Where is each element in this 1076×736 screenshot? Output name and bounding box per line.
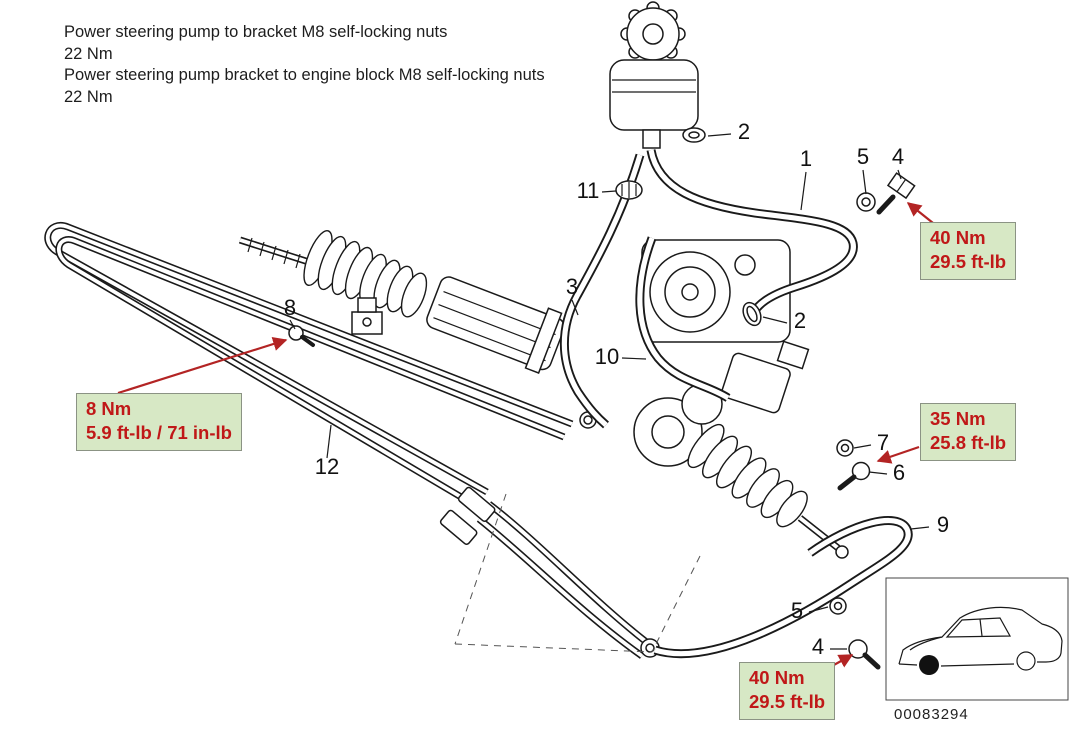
bracket-bolt [288,325,315,347]
car-inset: 00083294 [885,577,1069,723]
callout-10: 10 [595,344,619,369]
callout-2-top: 2 [738,119,750,144]
projection-lines [454,493,701,653]
arrow-to-bracket-bolt [117,337,288,395]
car-outline-icon [898,606,1063,675]
torque-nm: 35 Nm [930,408,986,429]
bolt-bottom [848,639,881,670]
callout-9: 9 [937,512,949,537]
fluid-reservoir [609,1,699,149]
callout-2-mid: 2 [794,308,806,333]
callout-3: 3 [566,274,578,299]
torque-box-bottom: 40 Nm 29.5 ft-lb [739,662,836,720]
torque-nm: 8 Nm [86,398,132,419]
leader-lines [289,133,930,650]
arrow-to-top-bolt [906,202,934,224]
steering-gear-lower [633,340,849,559]
callout-1: 1 [800,146,812,171]
callout-4-top: 4 [892,144,904,169]
location-dot [919,655,939,675]
torque-arrows [117,202,934,668]
torque-nm: 40 Nm [749,667,805,688]
torque-ftlb: 29.5 ft-lb [749,691,826,712]
note-line-4: 22 Nm [64,87,113,106]
bolt-top [876,172,916,215]
note-line-2: 22 Nm [64,44,113,63]
callout-labels: 1 2 2 3 4 4 5 5 6 7 8 9 10 11 12 [284,119,949,659]
torque-ftlb: 25.8 ft-lb [930,432,1007,453]
banjo-bolt [837,461,871,491]
callout-8: 8 [284,295,296,320]
hoses [559,148,913,659]
torque-box-left: 8 Nm 5.9 ft-lb / 71 in-lb [76,393,242,451]
torque-nm: 40 Nm [930,227,986,248]
arrow-to-banjo-bolt [876,445,920,464]
callout-11: 11 [577,178,600,203]
callout-12: 12 [315,454,339,479]
torque-ftlb: 5.9 ft-lb / 71 in-lb [86,422,232,443]
hose-clamp [742,301,762,327]
cooler-pipes [44,222,660,659]
callout-4-bottom: 4 [812,634,824,659]
callout-5-bottom: 5 [791,598,803,623]
callout-5-top: 5 [857,144,869,169]
torque-notes: Power steering pump to bracket M8 self-l… [64,22,545,108]
note-line-3: Power steering pump bracket to engine bl… [64,66,545,84]
torque-box-right: 35 Nm 25.8 ft-lb [920,403,1017,461]
inset-frame [885,577,1069,701]
callout-7: 7 [877,430,889,455]
arrow-to-bottom-bolt [831,654,854,668]
steering-rack-upper [238,229,565,374]
drawing-number: 00083294 [894,706,969,723]
note-line-1: Power steering pump to bracket M8 self-l… [64,23,448,41]
torque-ftlb: 29.5 ft-lb [930,251,1007,272]
torque-box-top-right: 40 Nm 29.5 ft-lb [920,222,1017,280]
small-parts [288,127,916,670]
callout-6: 6 [893,460,905,485]
pump-assembly [641,239,791,343]
